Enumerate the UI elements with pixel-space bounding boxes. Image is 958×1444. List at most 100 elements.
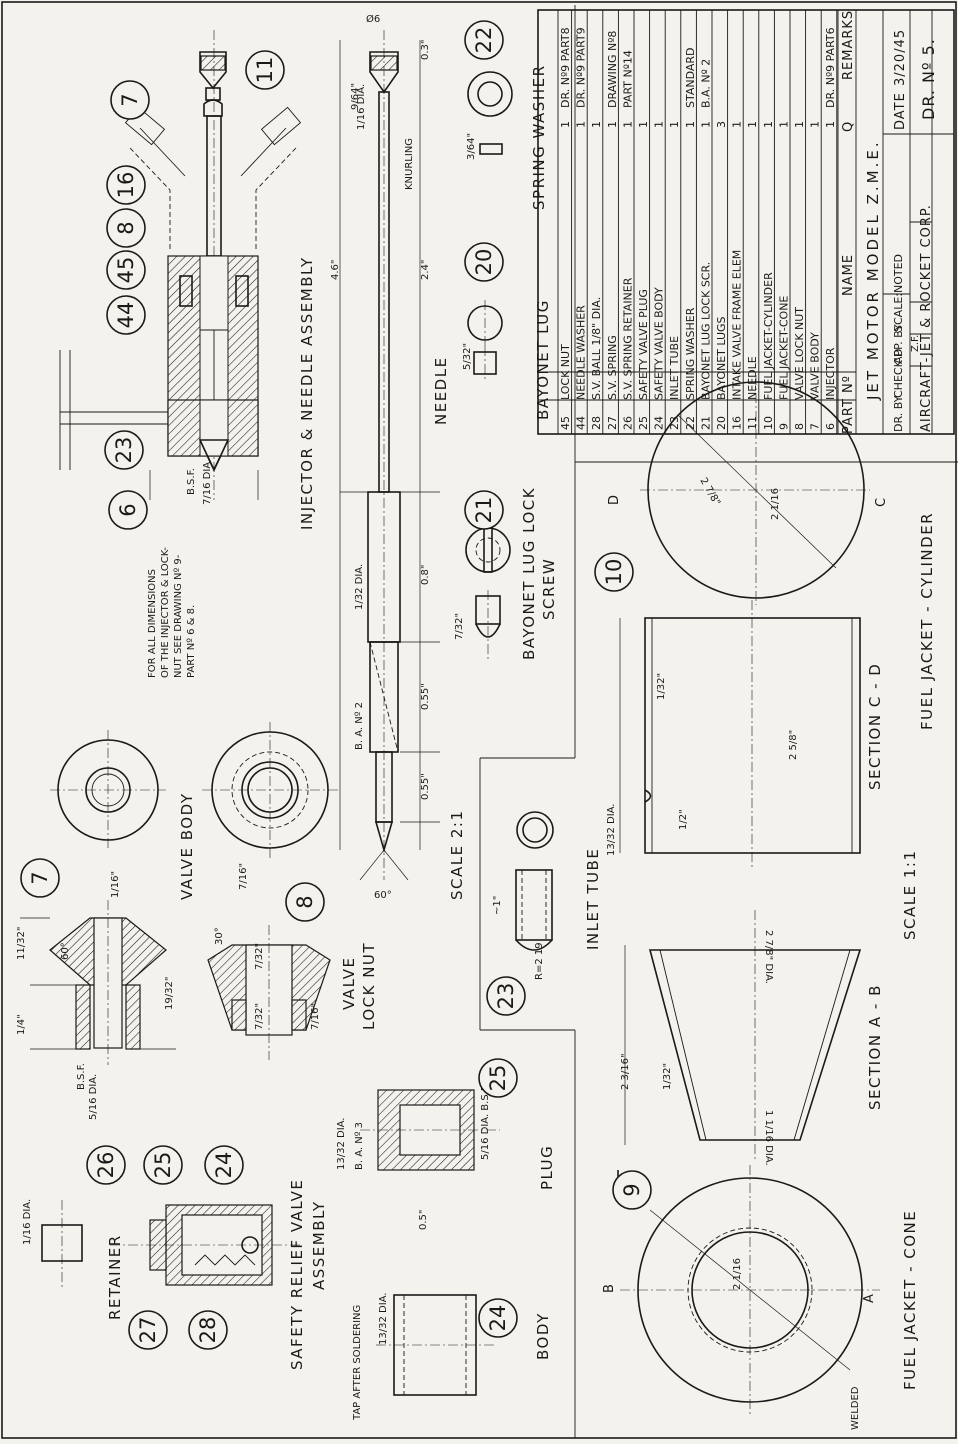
callout-24: 24 <box>478 1298 518 1338</box>
parts-row-qty: 1 <box>699 121 712 128</box>
dim-cyl-2-5-8: 2 5/8" <box>788 730 799 760</box>
dim-retainer-dia: 1/16 DIA. <box>22 1199 33 1245</box>
parts-row-name: SAFETY VALVE PLUG <box>637 289 650 400</box>
valve-body-view: 11/32" 60° 19/32" 1/4" 1/16" B.S.F. 5/16… <box>16 730 176 1120</box>
needle-part: Ø6 9/64" 0.3" 1/16 DIA. KNURLING 4.6" 2.… <box>330 13 440 901</box>
parts-row-number: 23 <box>668 416 681 430</box>
svg-text:16: 16 <box>114 172 138 199</box>
parts-row-remarks: STANDARD <box>684 47 697 108</box>
label-needle: NEEDLE <box>432 356 450 425</box>
approved-label: APP. BY <box>892 324 905 364</box>
dim-2-7-8-dia: 2 7/8" DIA. <box>763 930 774 984</box>
parts-row-qty: 1 <box>575 121 588 128</box>
parts-row-qty: 1 <box>777 121 790 128</box>
spring-washer-view: 3/64" <box>466 71 513 160</box>
company-name: AIRCRAFT-JET & ROCKET CORP. <box>919 204 934 432</box>
dim-06: Ø6 <box>366 13 380 25</box>
parts-row-number: 27 <box>606 416 619 430</box>
note-line-1: FOR ALL DIMENSIONS <box>147 569 158 678</box>
callout-25: 25 <box>143 1145 183 1185</box>
drawn-by-label: DR. BY <box>892 395 905 432</box>
parts-row-name: VALVE LOCK NUT <box>793 307 806 400</box>
dim-0-55-a: 0.55" <box>420 683 431 710</box>
dim-11-32: 11/32" <box>16 927 27 960</box>
dim-cyl-13-32: 13/32 DIA. <box>606 804 617 857</box>
svg-text:25: 25 <box>486 1065 510 1092</box>
parts-row-number: 16 <box>731 416 744 430</box>
dim-19-32: 19/32" <box>164 977 175 1010</box>
drawing-number: DR. Nº 5. <box>919 38 938 120</box>
checked-label: CHECK'D <box>892 349 905 398</box>
safety-valve-assembly: TAP AFTER SOLDERING <box>110 1204 363 1421</box>
svg-text:25: 25 <box>151 1152 175 1179</box>
parts-row-remarks: DR. Nº9 PART8 <box>559 27 572 108</box>
approved-initials: Z.F. <box>910 335 921 352</box>
svg-text:23: 23 <box>112 437 136 464</box>
svg-text:27: 27 <box>136 1317 160 1344</box>
parts-row-name: NEEDLE WASHER <box>575 305 588 400</box>
svg-text:22: 22 <box>472 27 496 54</box>
fuel-cylinder-view: 2 1/16 2 7/8" 2 5/8" 1/32" 13/32 DIA. 1/… <box>606 375 870 870</box>
inlet-tube-view: ~1" R=2 19 <box>492 811 554 980</box>
parts-row-remarks: DR. Nº9 PART9 <box>575 27 588 108</box>
header-qty: Q <box>841 121 856 132</box>
parts-row-number: 28 <box>590 416 603 430</box>
dim-7-32-b: 7/32" <box>254 1003 265 1030</box>
dim-60-deg: 60° <box>374 890 392 901</box>
dim-5-32: 5/32" <box>462 343 473 370</box>
callout-44: 44 <box>106 295 146 335</box>
callout-10: 10 <box>594 552 634 592</box>
dim-2-4: 2.4" <box>420 259 431 280</box>
label-scale-2-1: SCALE 2:1 <box>448 810 466 901</box>
parts-row-name: INTAKE VALVE FRAME ELEM <box>731 250 744 400</box>
valve-lock-nut-view: 30° 7/32" 7/32" 7/16" 7/16" <box>202 722 338 1060</box>
label-section-cd: SECTION C - D <box>866 663 884 790</box>
parts-row-number: 24 <box>653 416 666 430</box>
callout-25: 25 <box>478 1058 518 1098</box>
parts-row-qty: 1 <box>824 121 837 128</box>
dim-0-3: 0.3" <box>420 39 431 60</box>
callout-8: 8 <box>106 208 146 248</box>
label-inlet-tube: INLET TUBE <box>584 848 602 950</box>
parts-row-name: LOCK NUT <box>559 344 572 400</box>
parts-row-number: 6 <box>824 423 837 430</box>
svg-text:9: 9 <box>620 1183 644 1196</box>
dim-2-3-16: 2 3/16" <box>620 1053 631 1090</box>
dim-1-32-dia: 1/32 DIA. <box>354 564 365 610</box>
parts-row-qty: 1 <box>684 121 697 128</box>
label-fuel-cone: FUEL JACKET - CONE <box>901 1210 919 1390</box>
label-retainer: RETAINER <box>106 1234 124 1320</box>
dim-30-deg: 30° <box>214 927 225 945</box>
parts-row-qty: 1 <box>668 121 681 128</box>
parts-row-qty: 1 <box>559 121 572 128</box>
svg-text:8: 8 <box>293 895 317 908</box>
dim-cyl-2-1-16: 2 1/16 <box>770 488 781 520</box>
parts-row-remarks: PART Nº14 <box>621 50 634 108</box>
dim-3-64: 3/64" <box>466 133 477 160</box>
bayonet-lock-screw-view: 7/32" <box>454 527 511 660</box>
date-label: DATE <box>893 92 908 130</box>
note-tap-after-soldering: TAP AFTER SOLDERING <box>352 1305 363 1421</box>
parts-row-name: FUEL JACKET-CONE <box>777 296 790 400</box>
parts-row-name: VALVE BODY <box>809 332 822 400</box>
header-remarks: REMARKS <box>841 10 856 80</box>
callout-7: 7 <box>110 80 150 120</box>
svg-text:44: 44 <box>114 302 138 329</box>
dim-1-16-valve: 1/16" <box>110 871 121 898</box>
dim-60-valve: 60° <box>60 942 71 960</box>
label-scale-1-1: SCALE 1:1 <box>901 850 919 941</box>
svg-text:24: 24 <box>486 1305 510 1332</box>
label-body: BODY <box>534 1312 552 1360</box>
dim-plug-ba-3: B. A. Nº 3 <box>354 1122 365 1170</box>
note-line-4: PART Nº 6 & 8. <box>186 605 197 678</box>
svg-text:6: 6 <box>116 503 140 516</box>
marker-a: A <box>862 1293 877 1303</box>
label-knurling: KNURLING <box>404 138 415 190</box>
parts-row-name: INLET TUBE <box>668 336 681 400</box>
parts-row-qty: 1 <box>809 121 822 128</box>
parts-row-name: SAFETY VALVE BODY <box>653 287 666 400</box>
scale-label: SCALE:NOTED <box>892 254 905 332</box>
dim-body-13-32: 13/32 DIA. <box>378 1293 389 1346</box>
dim-4-6: 4.6" <box>330 259 341 280</box>
